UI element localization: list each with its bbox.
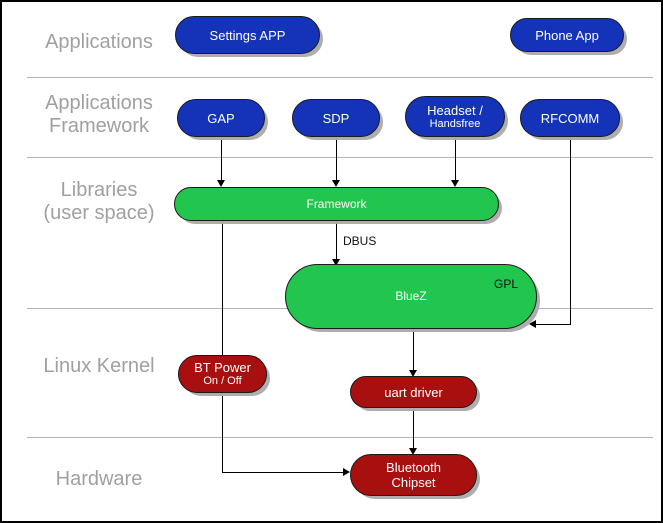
divider-applications-framework: [27, 77, 653, 78]
node-framework-label: Framework: [306, 196, 367, 211]
node-bluetooth-chipset-label-primary: Bluetooth: [386, 460, 441, 475]
edge-rfcomm-to-bluez-vline: [570, 138, 571, 325]
edge-headset-to-framework-line: [455, 138, 456, 181]
node-rfcomm[interactable]: RFCOMM: [520, 99, 620, 137]
edge-bluez-to-uart-line: [413, 328, 414, 372]
node-phone-app[interactable]: Phone App: [510, 18, 624, 52]
node-headset-handsfree[interactable]: Headset / Handsfree: [405, 96, 505, 137]
edge-bluez-to-uart-arrow: [409, 370, 417, 377]
layer-label-linux-kernel: Linux Kernel: [43, 355, 155, 377]
edge-framework-to-bluez-arrow: [332, 259, 340, 266]
node-gap[interactable]: GAP: [177, 99, 265, 137]
node-bluetooth-chipset-label-secondary: Chipset: [391, 475, 436, 490]
node-framework[interactable]: Framework: [174, 187, 499, 221]
edge-headset-to-framework-arrow: [451, 180, 459, 187]
edge-framework-to-chipset-hline: [222, 472, 345, 473]
edge-rfcomm-to-bluez-arrow: [529, 320, 536, 328]
edge-label-dbus: DBUS: [343, 234, 377, 248]
edge-uart-to-chipset-arrow: [409, 448, 417, 455]
node-bt-power-label-primary: BT Power: [194, 360, 251, 375]
node-rfcomm-label: RFCOMM: [540, 110, 600, 126]
edge-framework-to-chipset-vline: [222, 220, 223, 473]
edge-rfcomm-to-bluez-hline: [536, 324, 571, 325]
edge-uart-to-chipset-line: [413, 407, 414, 451]
node-headset-handsfree-label-secondary: Handsfree: [429, 117, 481, 130]
node-sdp[interactable]: SDP: [292, 99, 380, 137]
node-phone-app-label: Phone App: [535, 27, 599, 43]
edge-framework-to-bluez-line: [336, 220, 337, 262]
node-sdp-label: SDP: [322, 110, 350, 126]
layer-label-applications-framework: Applications Framework: [45, 92, 153, 137]
node-bt-power-label-secondary: On / Off: [203, 375, 242, 387]
divider-kernel-hardware: [27, 437, 653, 438]
node-bt-power[interactable]: BT Power On / Off: [178, 355, 267, 393]
edge-sdp-to-framework-line: [336, 138, 337, 181]
edge-sdp-to-framework-arrow: [332, 180, 340, 187]
layer-label-libraries: Libraries (user space): [43, 179, 155, 224]
node-gap-label: GAP: [207, 110, 235, 126]
node-bluez[interactable]: GPL BlueZ: [285, 264, 537, 329]
node-bluez-label: BlueZ: [395, 289, 427, 303]
node-bluez-license-tag: GPL: [493, 277, 518, 291]
node-uart-driver[interactable]: uart driver: [350, 376, 477, 408]
node-settings-app[interactable]: Settings APP: [175, 16, 320, 54]
edge-gap-to-framework-line: [221, 138, 222, 181]
node-settings-app-label: Settings APP: [209, 27, 286, 43]
node-headset-handsfree-label-primary: Headset /: [427, 102, 483, 118]
layer-label-hardware: Hardware: [55, 468, 143, 490]
divider-framework-libraries: [27, 157, 653, 158]
layer-label-applications: Applications: [45, 31, 153, 53]
edge-framework-to-chipset-arrow: [343, 468, 350, 476]
node-bluetooth-chipset[interactable]: Bluetooth Chipset: [350, 454, 477, 496]
edge-gap-to-framework-arrow: [217, 180, 225, 187]
node-uart-driver-label: uart driver: [384, 384, 443, 400]
